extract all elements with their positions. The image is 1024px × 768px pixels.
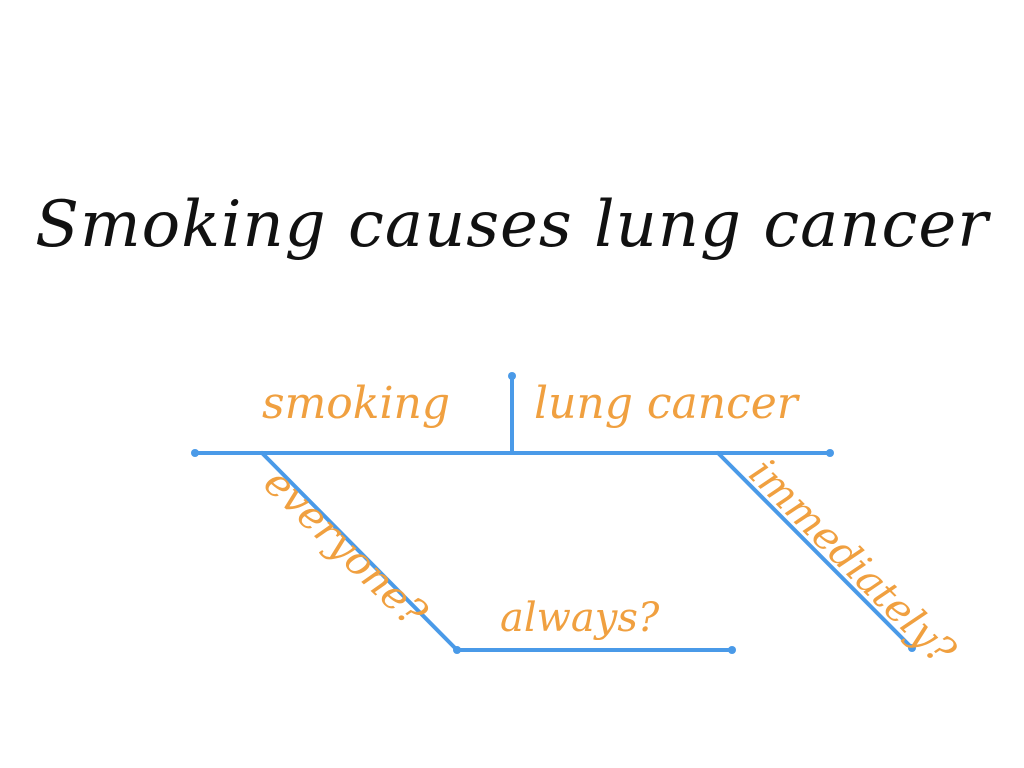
baseline-start-dot [191, 449, 199, 457]
divider-top-dot [508, 372, 516, 380]
subject-word: smoking [262, 378, 451, 429]
secondary-line-start-dot [453, 646, 461, 654]
subject-modifier-line [260, 451, 459, 652]
predicate-word: lung cancer [534, 378, 798, 429]
baseline-end-dot [826, 449, 834, 457]
secondary-modifier-word: always? [500, 595, 660, 641]
predicate-modifier-end-dot [908, 644, 916, 652]
handwritten-sentence: Smoking causes lung cancer [35, 188, 989, 262]
secondary-line-end-dot [728, 646, 736, 654]
predicate-modifier-line [716, 451, 914, 650]
